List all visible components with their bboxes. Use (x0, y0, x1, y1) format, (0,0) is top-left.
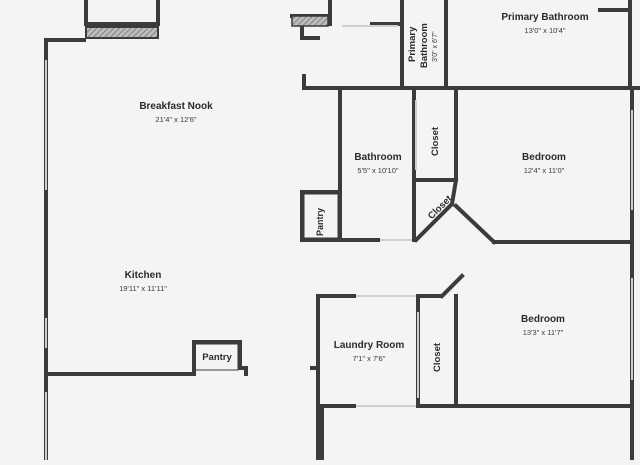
pantry-box (193, 343, 239, 371)
pantry-box (303, 193, 339, 239)
wall-segment (439, 273, 465, 299)
wall-segment (413, 201, 455, 243)
windows (45, 25, 633, 460)
wall-segment (453, 203, 497, 245)
hatched-column (291, 15, 329, 27)
wall-segment (449, 177, 459, 207)
hatched-counter (85, 26, 159, 39)
